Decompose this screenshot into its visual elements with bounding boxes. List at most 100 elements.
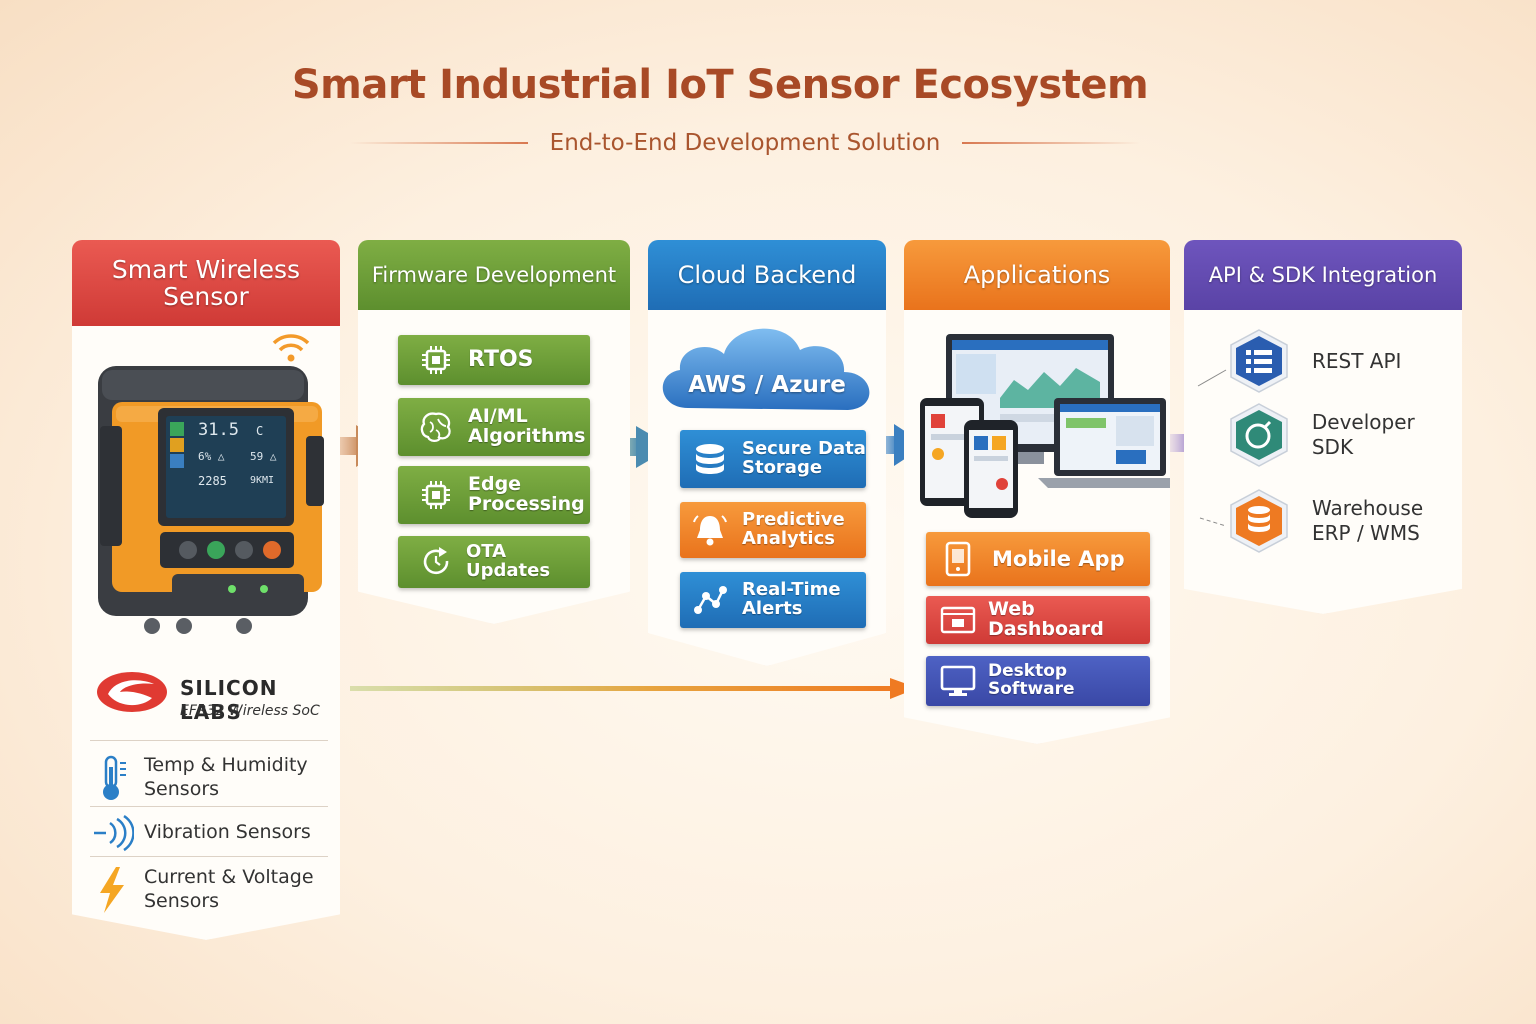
firmware-item-label: OTA Updates [466,541,590,581]
api-connector-lines [1197,369,1227,527]
cloud-column: Cloud Backend AWS / Azure Secure Data St… [648,240,886,666]
device-reading-2a: 6% △ [198,450,225,463]
api-item-sdk: Developer SDK [1226,402,1462,468]
app-item-desktop: Desktop Software [926,656,1150,706]
cloud-column-heading: Cloud Backend [648,240,886,310]
app-item-label: Mobile App [992,546,1125,571]
device-reading-2b: 59 △ [250,450,277,463]
app-item-mobile: Mobile App [926,532,1150,586]
chip-icon [416,475,456,515]
item-label-line1: REST API [1312,348,1402,373]
sensor-label-line2: Sensors [144,890,220,912]
item-label-line2: Alerts [742,598,803,619]
subtitle-divider-right [962,142,1140,144]
sensor-label-line1: Vibration Sensors [144,821,311,844]
item-label-line1: OTA Updates [466,541,551,581]
cloud-item-analytics: Predictive Analytics [680,502,866,558]
applications-column-heading: Applications [904,240,1170,310]
wifi-icon [272,334,310,362]
network-icon [690,580,730,620]
device-reading-1b: C [256,424,264,438]
api-item-rest: REST API [1226,328,1401,394]
item-label-line1: Secure Data [742,438,866,460]
cloud-item-label: Predictive Analytics [742,509,845,549]
firmware-item-rtos: RTOS [398,335,590,385]
arrow-sensor-to-desktop [350,678,918,699]
firmware-item-edge: Edge Processing [398,466,590,524]
divider [90,740,328,741]
api-column-heading: API & SDK Integration [1184,240,1462,310]
firmware-item-label: Edge Processing [468,473,585,515]
thermometer-icon [103,755,126,800]
device-reading-1a: 31.5 [198,420,239,440]
firmware-item-label: RTOS [468,348,534,371]
vibration-icon [94,814,134,852]
sensor-current-voltage: Current & Voltage Sensors [90,860,328,920]
firmware-column-heading: Firmware Development [358,240,630,310]
brand-name: SILICON LABS [180,676,278,724]
api-item-label: Warehouse ERP / WMS [1312,496,1423,546]
subtitle-row: End-to-End Development Solution [350,126,1140,160]
app-item-label: Web Dashboard [988,598,1104,640]
devices-illustration [920,334,1170,518]
firmware-column: Firmware Development RTOS AI/ML Algorith… [358,240,630,624]
sensor-temp-humidity: Temp & Humidity Sensors [90,748,328,808]
database-icon [1230,489,1288,553]
sensor-column: Smart Wireless Sensor 31.5 C [72,240,340,940]
item-label-line1: Warehouse [1312,496,1424,520]
silicon-labs-logo-icon [97,672,167,712]
item-label-line2: Algorithms [468,425,586,447]
cloud-item-label: Secure Data Storage [742,438,866,478]
lightning-icon [100,867,124,913]
chip-name: EFR32 Wireless SoC [180,703,320,719]
cloud-provider: AWS / Azure [688,372,846,398]
divider [90,806,328,807]
list-icon [1230,329,1288,393]
api-column: API & SDK Integration REST API Developer… [1184,240,1462,614]
brain-icon [416,407,456,447]
sensor-label-line1: Temp & Humidity [144,754,308,777]
sensor-label: Vibration Sensors [144,821,311,845]
firmware-item-aiml: AI/ML Algorithms [398,398,590,456]
sensor-device-illustration [98,334,324,634]
cloud-item-storage: Secure Data Storage [680,430,866,488]
cloud-item-label: Real-Time Alerts [742,579,841,619]
api-item-label: REST API [1312,349,1401,374]
page-subtitle: End-to-End Development Solution [549,130,941,156]
chip-icon [416,340,456,380]
cloud-icon [662,328,870,410]
api-item-label: Developer SDK [1312,410,1462,460]
refresh-icon [416,542,456,582]
database-icon [690,439,730,479]
sensor-heading-line2: Sensor [163,282,249,311]
sensor-label-line2: Sensors [144,778,220,800]
api-item-warehouse: Warehouse ERP / WMS [1226,488,1423,554]
app-item-label: Desktop Software [988,661,1075,699]
sensor-label: Current & Voltage Sensors [144,866,314,914]
item-label-line1: AI/ML [468,405,528,428]
divider [90,856,328,857]
monitor-icon [938,661,978,701]
item-label-line1: Developer SDK [1311,410,1415,459]
mobile-icon [938,539,978,579]
item-label-line1: Real-Time [742,579,841,601]
subtitle-divider-left [350,142,528,144]
sensor-vibration: Vibration Sensors [90,810,328,856]
sensor-label-line1: Current & Voltage [144,866,314,889]
app-item-web: Web Dashboard [926,596,1150,644]
web-icon [938,600,978,640]
device-reading-3a: 2285 [198,474,227,488]
device-reading-3b: 9KMI [250,475,275,486]
item-label-line1: Edge [468,473,522,496]
bell-icon [690,510,730,550]
sensor-label: Temp & Humidity Sensors [144,754,308,802]
item-label-line2: Storage [742,457,823,478]
sensor-heading-line1: Smart Wireless [111,255,301,284]
cloud-item-alerts: Real-Time Alerts [680,572,866,628]
sdk-icon [1230,403,1288,467]
item-label-line2: Analytics [742,528,835,549]
item-label-line1: Predictive [742,509,845,531]
applications-column: Applications Mobile App [904,240,1170,744]
item-label-line1: RTOS [468,347,534,373]
firmware-item-ota: OTA Updates [398,536,590,588]
